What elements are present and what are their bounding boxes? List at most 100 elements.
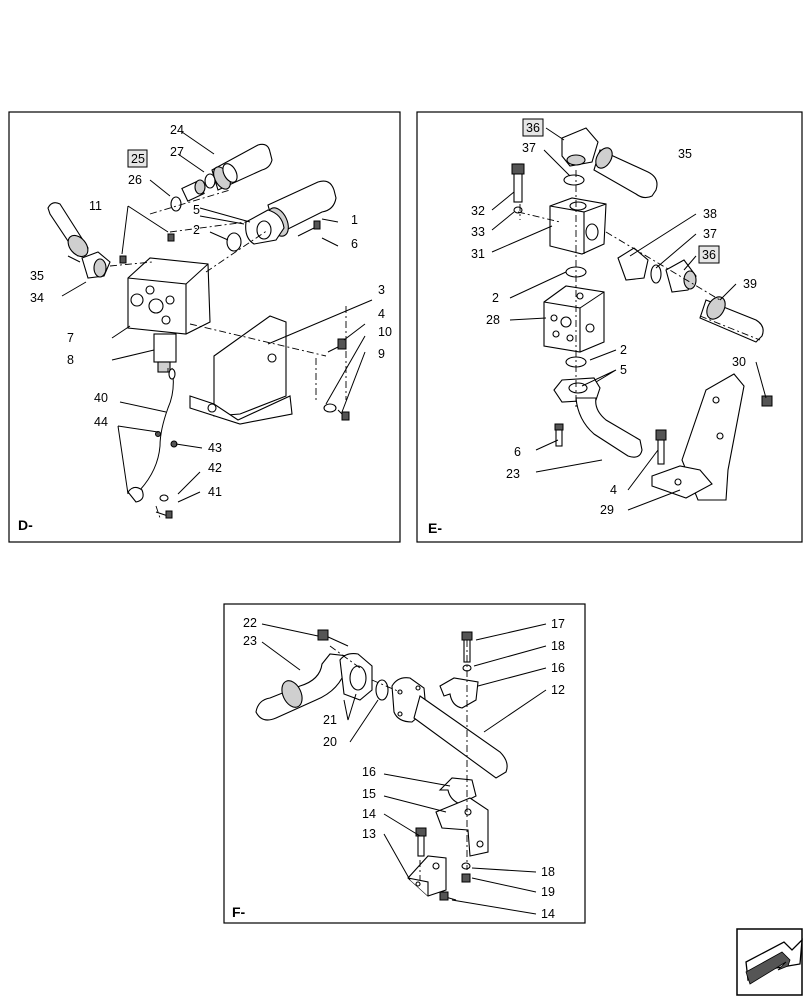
o-ring-2 — [226, 232, 242, 252]
elbow-36-top — [561, 127, 599, 167]
arrow-icon[interactable] — [736, 928, 803, 996]
screw-11a — [167, 233, 175, 242]
callout-6-e: 6 — [514, 445, 521, 459]
bolt-4-e — [655, 429, 667, 465]
washer-18-bottom — [461, 862, 471, 870]
callout-14-bottom: 14 — [541, 907, 555, 921]
bracket-3 — [189, 315, 293, 425]
callout-2-e-bottom: 2 — [620, 343, 627, 357]
solenoid-8 — [153, 333, 177, 373]
bolt-6-e — [554, 423, 564, 447]
callout-33: 33 — [471, 225, 485, 239]
callout-8: 8 — [67, 353, 74, 367]
bracket-15 — [435, 797, 489, 857]
callout-14-top: 14 — [362, 807, 376, 821]
clamp-16-top — [439, 677, 479, 709]
callout-9: 9 — [378, 347, 385, 361]
callout-37-top: 37 — [522, 141, 536, 155]
callout-39: 39 — [743, 277, 757, 291]
flange-5 — [245, 209, 285, 245]
callout-12: 12 — [551, 683, 565, 697]
callout-24: 24 — [170, 123, 184, 137]
section-d: 24 25 27 26 5 11 2 1 6 35 34 3 4 10 7 9 … — [8, 111, 401, 543]
block-28 — [543, 285, 605, 353]
harness-40 — [139, 367, 174, 491]
callout-44: 44 — [94, 415, 108, 429]
clip-44b — [127, 486, 144, 503]
callout-37-right: 37 — [703, 227, 717, 241]
bolt-9 — [337, 409, 350, 421]
hose-35 — [47, 202, 89, 258]
callout-23-f: 23 — [243, 634, 257, 648]
callout-box-36-top — [522, 118, 544, 137]
callout-15: 15 — [362, 787, 376, 801]
fitting-38 — [617, 247, 649, 281]
o-ring-37b — [650, 264, 662, 284]
section-f-frame — [223, 603, 586, 924]
callout-17: 17 — [551, 617, 565, 631]
o-ring-20 — [375, 679, 389, 701]
section-e: 36 37 35 32 33 31 38 37 36 39 2 28 2 5 3… — [416, 111, 803, 543]
bolt-22 — [317, 629, 349, 647]
bolt-30 — [761, 395, 773, 407]
bolt-6 — [297, 220, 321, 237]
nut-19 — [461, 873, 471, 883]
o-ring-27 — [204, 173, 216, 189]
callout-3: 3 — [378, 283, 385, 297]
bolt-14-bottom — [439, 891, 457, 901]
callout-box-36-right — [698, 245, 720, 264]
callout-35-e: 35 — [678, 147, 692, 161]
callout-32: 32 — [471, 204, 485, 218]
callout-18-bottom: 18 — [541, 865, 555, 879]
callout-11: 11 — [89, 199, 102, 213]
callout-29: 29 — [600, 503, 614, 517]
callout-21: 21 — [323, 713, 337, 727]
callout-7: 7 — [67, 331, 74, 345]
callout-42: 42 — [208, 461, 222, 475]
callout-20: 20 — [323, 735, 337, 749]
callout-22: 22 — [243, 616, 257, 630]
section-d-frame — [8, 111, 401, 543]
callout-19: 19 — [541, 885, 555, 899]
clamp-16-bottom — [438, 777, 477, 805]
callout-31: 31 — [471, 247, 485, 261]
callout-34: 34 — [30, 291, 44, 305]
o-ring-37a — [563, 174, 585, 186]
callout-16-bottom: 16 — [362, 765, 376, 779]
callout-4-e: 4 — [610, 483, 617, 497]
washer-42 — [159, 494, 169, 502]
o-ring-26 — [170, 196, 182, 212]
bracket-29 — [651, 373, 745, 501]
callout-28: 28 — [486, 313, 500, 327]
section-e-label: E- — [428, 520, 442, 536]
callout-26: 26 — [128, 173, 142, 187]
hose-23-e — [575, 397, 643, 458]
valve-block-7 — [127, 257, 211, 335]
callout-41: 41 — [208, 485, 222, 499]
hose-39 — [699, 296, 764, 343]
bracket-13 — [407, 855, 447, 897]
callout-35: 35 — [30, 269, 44, 283]
callout-1: 1 — [351, 213, 358, 227]
callout-2: 2 — [193, 223, 200, 237]
pipe-12 — [391, 677, 508, 779]
callout-23-e: 23 — [506, 467, 520, 481]
screw-11b — [119, 255, 127, 264]
screw-32 — [511, 163, 525, 203]
bolt-14-top — [415, 827, 427, 857]
callout-18-top: 18 — [551, 639, 565, 653]
section-f-label: F- — [232, 904, 246, 920]
section-d-label: D- — [18, 517, 33, 533]
block-31 — [549, 197, 607, 255]
callout-5-e: 5 — [620, 363, 627, 377]
callout-box-25 — [127, 149, 148, 168]
callout-36-top: 36 — [526, 121, 540, 135]
callout-36-right: 36 — [702, 248, 716, 262]
fitting-25 — [181, 179, 206, 202]
callout-25: 25 — [131, 152, 145, 166]
hose-35-e — [593, 147, 658, 199]
adapter-36 — [665, 259, 697, 293]
callout-30: 30 — [732, 355, 746, 369]
clip-44a — [155, 431, 161, 437]
